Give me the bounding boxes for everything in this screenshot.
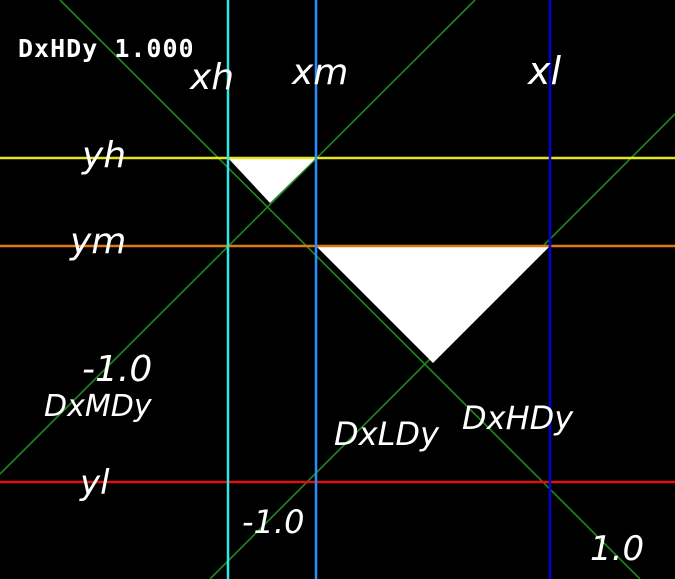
upper-span-triangle	[228, 158, 316, 203]
lower-span-triangle	[316, 246, 550, 363]
dxhdy-readout: DxHDy 1.000	[18, 34, 195, 63]
yl-label: yl	[80, 463, 110, 503]
dxmdy-label: DxMDy	[44, 389, 152, 424]
xh-label: xh	[190, 57, 235, 98]
dxhdy-label: DxHDy	[462, 399, 574, 437]
neg-one-bottom-label: -1.0	[242, 503, 305, 541]
neg-one-left-label: -1.0	[82, 349, 153, 390]
diagonal-dxmdy-line	[0, 0, 476, 475]
dxldy-label: DxLDy	[334, 415, 439, 453]
ym-label: ym	[70, 221, 127, 262]
yh-label: yh	[82, 135, 127, 176]
one-bottom-label: 1.0	[590, 529, 645, 569]
xm-label: xm	[292, 52, 349, 93]
dxhdy-readout-value: 1.000	[114, 34, 195, 63]
dxhdy-readout-label: DxHDy	[18, 34, 99, 63]
xl-label: xl	[528, 49, 562, 93]
